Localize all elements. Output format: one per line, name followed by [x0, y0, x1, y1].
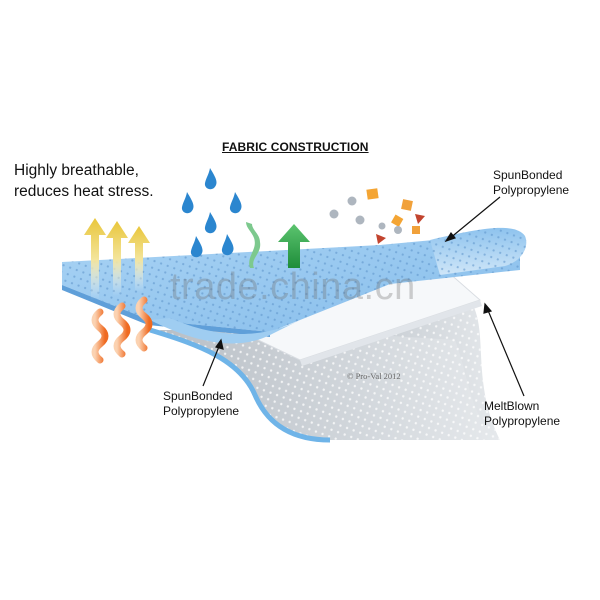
particle-icon: [355, 215, 365, 225]
particle-icon: [376, 234, 386, 244]
heat-arrow-icon: [106, 221, 128, 296]
spunbonded-top-label-line-1: SpunBonded: [493, 168, 563, 182]
water-drop-icon: [204, 212, 217, 234]
heat-wave-icon: [91, 308, 109, 364]
water-drop-icon: [190, 236, 203, 258]
spunbonded-bottom-label-line-2: Polypropylene: [163, 404, 240, 418]
callout-line-1: Highly breathable,: [14, 162, 139, 179]
spunbonded-bottom-label: SpunBonded Polypropylene: [163, 389, 239, 419]
particle-icon: [391, 214, 404, 227]
particle-icon: [394, 226, 402, 234]
heat-arrow-icon: [128, 226, 150, 292]
spunbonded-top-label-line-2: Polypropylene: [493, 183, 570, 197]
heat-wave-icon: [113, 302, 131, 358]
spunbonded-bottom-label-line-1: SpunBonded: [163, 389, 233, 403]
water-drop-icon: [204, 168, 217, 190]
arrowhead-bottom-left: [215, 338, 224, 350]
arrowhead-bottom-right: [483, 302, 493, 314]
spunbonded-top-label: SpunBonded Polypropylene: [493, 168, 569, 198]
water-drop-icon: [221, 234, 234, 256]
blocked-arrow-icon: [246, 222, 261, 268]
particle-icon: [412, 226, 420, 234]
breathable-callout: Highly breathable, reduces heat stress.: [14, 160, 154, 202]
leader-bottom-right: [486, 307, 525, 397]
particle-icon: [366, 188, 379, 200]
water-drop-icon: [181, 192, 194, 214]
copyright-notice: © Pro-Val 2012: [347, 371, 401, 381]
meltblown-label-line-2: Polypropylene: [484, 414, 561, 428]
leader-bottom-left: [202, 343, 221, 387]
heat-arrow-icon: [84, 218, 106, 300]
particle-icon: [378, 222, 386, 230]
water-drops: [181, 168, 242, 258]
particle-icon: [415, 214, 425, 224]
particle-icon: [329, 209, 339, 219]
watermark-text: trade.china.cn: [170, 266, 416, 308]
callout-line-2: reduces heat stress.: [14, 183, 154, 200]
leader-arrows: [202, 196, 525, 397]
heat-waves: [91, 296, 153, 364]
particle-icon: [347, 196, 357, 206]
heat-arrows: [84, 218, 150, 300]
meltblown-label: MeltBlown Polypropylene: [484, 399, 560, 429]
arrowhead-top-right: [444, 231, 457, 243]
leader-top-right: [448, 196, 501, 240]
diagram-title: FABRIC CONSTRUCTION: [222, 140, 369, 154]
meltblown-label-line-1: MeltBlown: [484, 399, 540, 413]
spunbonded-top-layer: [62, 227, 527, 344]
water-drop-icon: [229, 192, 242, 214]
breath-arrow-icon: [278, 224, 310, 268]
heat-wave-icon: [135, 296, 153, 352]
particles: [329, 188, 425, 244]
particle-icon: [401, 199, 413, 211]
